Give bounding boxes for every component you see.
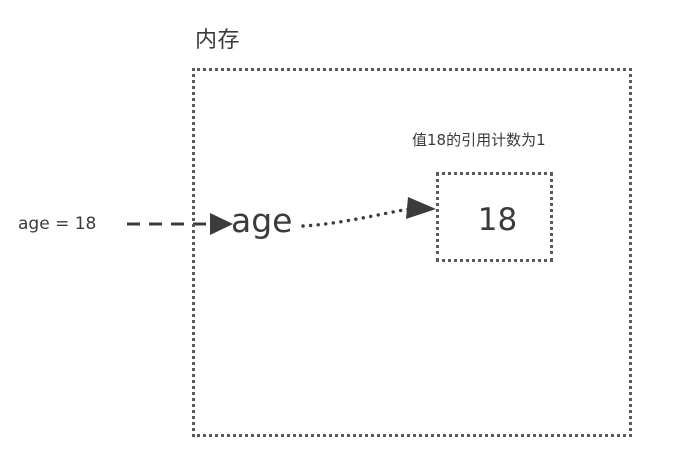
assignment-connector <box>127 213 233 235</box>
assignment-statement-label: age = 18 <box>18 214 97 234</box>
reference-count-caption: 值18的引用计数为1 <box>412 131 546 149</box>
reference-dotted-line <box>301 207 411 228</box>
memory-region-box <box>192 68 632 437</box>
reference-connector <box>301 197 436 228</box>
assignment-arrowhead-icon <box>210 213 233 235</box>
reference-arrowhead-icon <box>406 197 436 219</box>
memory-region-title: 内存 <box>195 28 241 53</box>
value-object-box: 18 <box>436 172 553 262</box>
value-object-label: 18 <box>477 202 518 238</box>
variable-name-label: age <box>231 201 293 240</box>
